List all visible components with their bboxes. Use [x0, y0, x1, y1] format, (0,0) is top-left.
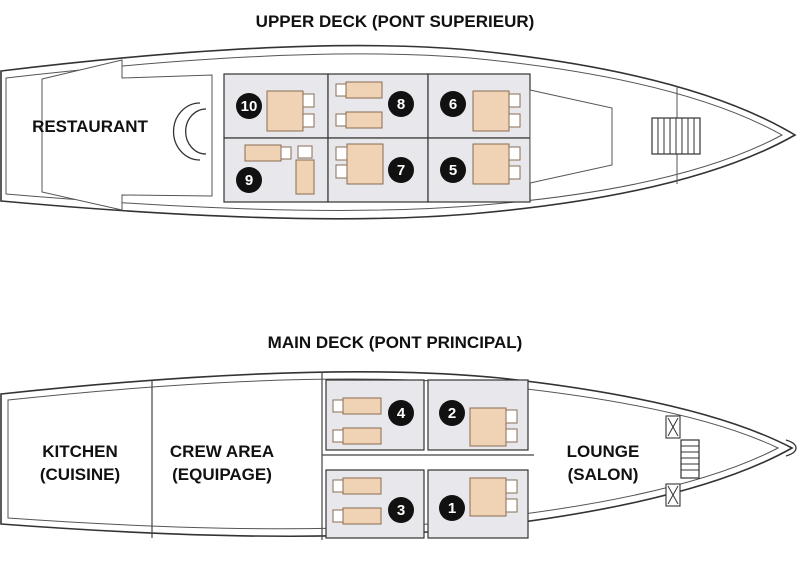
cabin-2-beds — [469, 407, 518, 447]
cabin-7-marker — [388, 157, 414, 183]
cabin-9-number: 9 — [245, 172, 253, 189]
main-bow-fitting-top — [665, 415, 681, 439]
lounge-label: LOUNGE — [567, 442, 640, 461]
main-bow-fitting-bottom — [665, 483, 681, 507]
cabin-10-marker — [236, 93, 262, 119]
cabin-4-marker — [388, 400, 414, 426]
cabin-8-beds — [335, 81, 383, 129]
cabin-9-beds — [244, 144, 315, 195]
cabin-3-beds — [332, 477, 382, 525]
upper-deck-title: UPPER DECK (PONT SUPERIEUR) — [256, 12, 535, 31]
main-hull-inner — [7, 378, 780, 530]
main-bow-stairs — [680, 439, 700, 479]
cabin-8-marker — [388, 91, 414, 117]
cabin-2-number: 2 — [448, 405, 456, 422]
upper-deck: RESTAURANT — [0, 44, 797, 220]
main-deck: KITCHEN (CUISINE) CREW AREA (EQUIPAGE) L… — [0, 370, 797, 540]
cabin-5-number: 5 — [449, 162, 457, 179]
cabin-5-marker — [440, 157, 466, 183]
restaurant-room — [41, 59, 213, 211]
cabin-10-beds — [266, 90, 315, 132]
cabin-1-marker — [439, 495, 465, 521]
cabin-4-number: 4 — [397, 405, 406, 422]
cabin-9-marker — [236, 167, 262, 193]
restaurant-label: RESTAURANT — [32, 117, 148, 136]
main-deck-title: MAIN DECK (PONT PRINCIPAL) — [268, 333, 523, 352]
lounge-sublabel: (SALON) — [568, 465, 639, 484]
upper-bow-compartment — [529, 89, 613, 184]
cabin-6-marker — [440, 91, 466, 117]
cabin-6-number: 6 — [449, 96, 457, 113]
cabin-8-number: 8 — [397, 96, 405, 113]
cabin-3-number: 3 — [397, 502, 405, 519]
cabin-4-beds — [332, 397, 382, 445]
cabin-2-marker — [439, 400, 465, 426]
crew-area-sublabel: (EQUIPAGE) — [172, 465, 272, 484]
upper-bow-stairs — [651, 117, 701, 155]
cabin-3-marker — [388, 497, 414, 523]
cabin-6-beds — [472, 90, 521, 132]
cabin-1-beds — [469, 477, 518, 517]
cabin-5-beds — [472, 143, 521, 185]
main-bow-tip — [785, 439, 797, 457]
crew-area-label: CREW AREA — [170, 442, 274, 461]
stair-arc-inner — [184, 108, 207, 155]
kitchen-label: KITCHEN — [42, 442, 118, 461]
kitchen-sublabel: (CUISINE) — [40, 465, 120, 484]
cabin-10-number: 10 — [241, 98, 258, 115]
cabin-1-number: 1 — [448, 500, 456, 517]
cabin-7-beds — [335, 143, 384, 185]
cabin-7-number: 7 — [397, 162, 405, 179]
stair-arc-outer — [172, 102, 201, 161]
